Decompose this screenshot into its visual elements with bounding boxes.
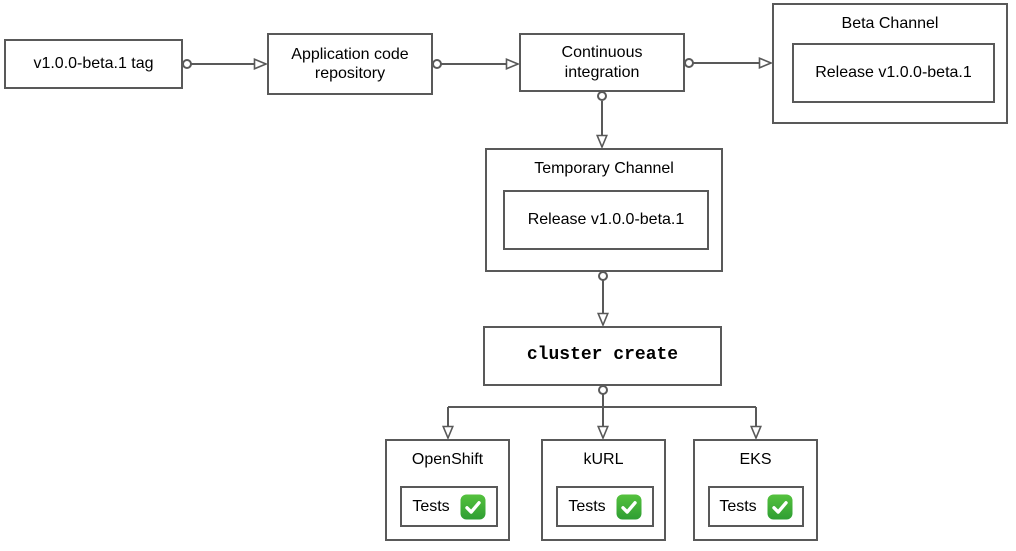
node-cluster-create-label: cluster create xyxy=(526,345,679,366)
connector-repo-to-ci xyxy=(432,60,518,68)
node-kurl-tests-label: Tests xyxy=(568,497,606,515)
node-kurl-title: kURL xyxy=(583,451,624,469)
node-openshift-tests-label: Tests xyxy=(412,497,450,515)
check-icon xyxy=(616,494,642,520)
node-kurl-tests: Tests xyxy=(556,486,654,527)
node-version-tag: v1.0.0-beta.1 tag xyxy=(4,39,183,89)
node-beta-channel-title: Beta Channel xyxy=(841,15,939,33)
node-kurl: kURL Tests xyxy=(541,439,666,541)
connector-ci-to-beta-channel xyxy=(684,59,771,67)
node-temporary-channel-title: Temporary Channel xyxy=(534,160,674,178)
node-openshift-tests: Tests xyxy=(400,486,498,527)
node-openshift: OpenShift Tests xyxy=(385,439,510,541)
node-temporary-release-label: Release v1.0.0-beta.1 xyxy=(527,211,685,229)
node-app-repo: Application code repository xyxy=(267,33,433,95)
node-eks: EKS Tests xyxy=(693,439,818,541)
node-beta-release-label: Release v1.0.0-beta.1 xyxy=(815,64,972,82)
node-app-repo-label: Application code repository xyxy=(291,45,409,82)
connector-tag-to-repo xyxy=(182,60,266,68)
connector-temp-channel-to-cluster-create xyxy=(599,271,607,325)
node-eks-tests-label: Tests xyxy=(719,497,757,515)
node-beta-release: Release v1.0.0-beta.1 xyxy=(792,43,995,103)
check-icon xyxy=(767,494,793,520)
node-eks-tests: Tests xyxy=(708,486,804,527)
node-continuous-integration: Continuous integration xyxy=(519,33,685,92)
connector-cluster-create-branch xyxy=(448,385,756,438)
node-cluster-create: cluster create xyxy=(483,326,722,386)
node-continuous-integration-label: Continuous integration xyxy=(561,44,643,81)
connector-ci-to-temp-channel xyxy=(598,91,606,147)
node-version-tag-label: v1.0.0-beta.1 tag xyxy=(33,55,154,73)
node-temporary-channel: Temporary Channel Release v1.0.0-beta.1 xyxy=(485,148,723,272)
node-beta-channel: Beta Channel Release v1.0.0-beta.1 xyxy=(772,3,1008,124)
node-openshift-title: OpenShift xyxy=(411,451,484,469)
check-icon xyxy=(460,494,486,520)
node-temporary-release: Release v1.0.0-beta.1 xyxy=(503,190,709,250)
node-eks-title: EKS xyxy=(739,451,772,469)
